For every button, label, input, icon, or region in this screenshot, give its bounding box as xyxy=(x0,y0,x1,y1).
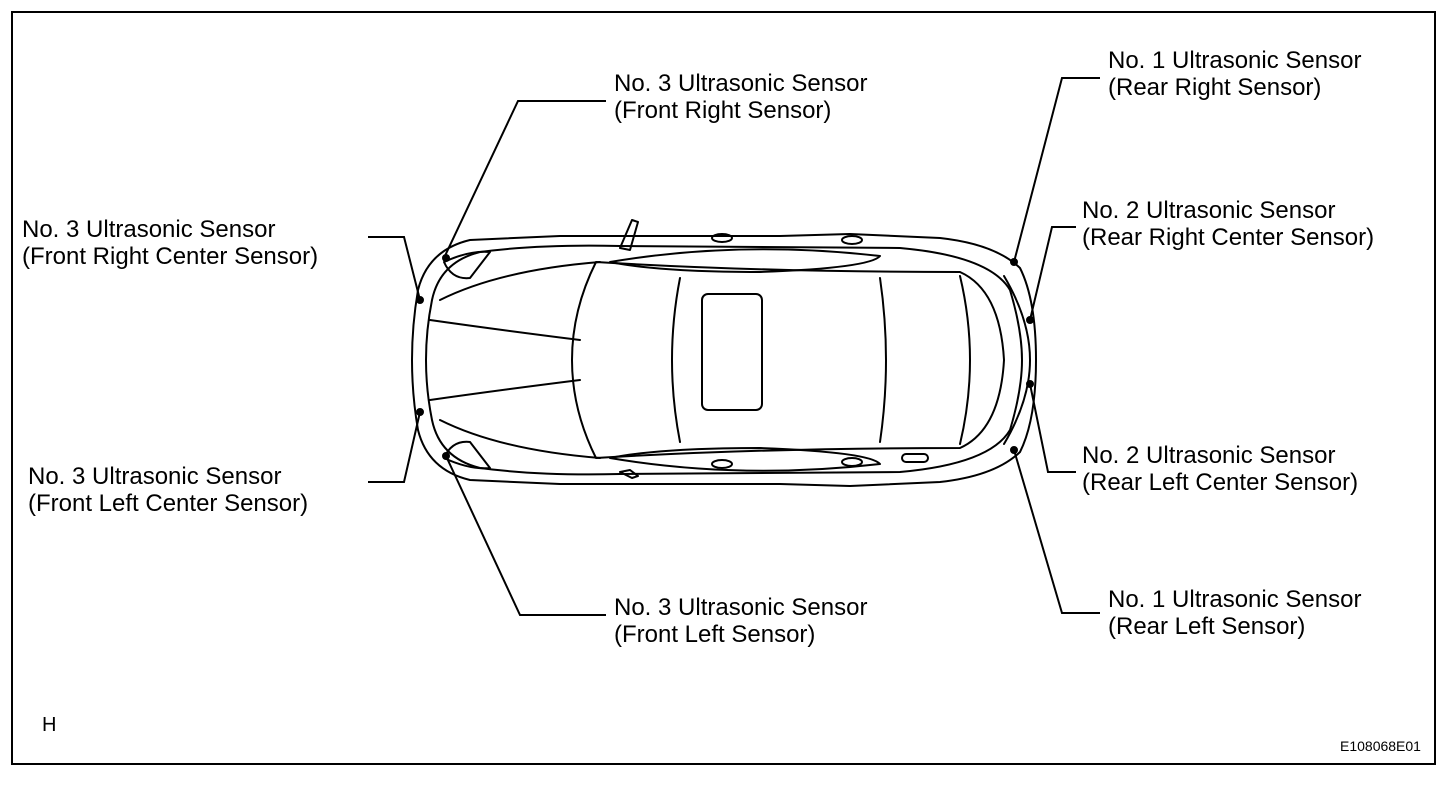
label-front-left-line1: No. 3 Ultrasonic Sensor xyxy=(614,594,868,621)
label-front-right-sensor: No. 3 Ultrasonic Sensor (Front Right Sen… xyxy=(614,70,867,124)
mirror-left xyxy=(619,469,639,479)
diagram-frame xyxy=(11,11,1436,765)
label-front-right-center-line2: (Front Right Center Sensor) xyxy=(22,243,319,270)
leader-rear-right xyxy=(1013,77,1100,263)
label-rear-left-center-line1: No. 2 Ultrasonic Sensor xyxy=(1082,442,1336,469)
label-rear-left-line2: (Rear Left Sensor) xyxy=(1108,613,1306,640)
side-window-left xyxy=(609,447,881,472)
leader-front-right-center xyxy=(368,236,421,301)
door-handle-left-front xyxy=(711,459,733,469)
label-rear-right-center-line2: (Rear Right Center Sensor) xyxy=(1082,224,1375,251)
car-body-outline xyxy=(411,233,1037,487)
windshield-line xyxy=(671,277,681,443)
leader-rear-right-center xyxy=(1029,226,1076,321)
hood-line-top xyxy=(439,261,601,301)
rear-glass-line xyxy=(959,275,971,445)
sunroof xyxy=(701,293,763,411)
label-front-left-center-line1: No. 3 Ultrasonic Sensor xyxy=(28,463,282,490)
door-handle-right-rear xyxy=(841,235,863,245)
label-front-left-line2: (Front Left Sensor) xyxy=(614,621,816,648)
label-rear-left-center-sensor: No. 2 Ultrasonic Sensor (Rear Left Cente… xyxy=(1082,442,1358,496)
door-handle-right-front xyxy=(711,233,733,243)
label-front-left-center-sensor: No. 3 Ultrasonic Sensor (Front Left Cent… xyxy=(28,463,308,517)
leader-front-right xyxy=(443,100,606,259)
label-front-right-line2: (Front Right Sensor) xyxy=(614,97,832,124)
label-front-left-center-line2: (Front Left Center Sensor) xyxy=(28,490,309,517)
hood-line-bottom xyxy=(439,419,601,459)
label-rear-right-sensor: No. 1 Ultrasonic Sensor (Rear Right Sens… xyxy=(1108,47,1361,101)
fuel-door xyxy=(901,453,929,463)
car-body-inner-line xyxy=(425,244,1023,476)
cabin-outline xyxy=(571,261,1005,459)
leader-rear-left xyxy=(1013,449,1100,614)
headlight-right xyxy=(443,250,491,280)
label-rear-right-line2: (Rear Right Sensor) xyxy=(1108,74,1322,101)
leader-rear-left-center xyxy=(1029,383,1076,473)
hood-center-line-2 xyxy=(429,379,581,401)
label-rear-right-center-sensor: No. 2 Ultrasonic Sensor (Rear Right Cent… xyxy=(1082,197,1374,251)
label-rear-left-line1: No. 1 Ultrasonic Sensor xyxy=(1108,586,1362,613)
label-front-right-line1: No. 3 Ultrasonic Sensor xyxy=(614,70,868,97)
mirror-right xyxy=(619,219,639,251)
label-front-left-sensor: No. 3 Ultrasonic Sensor (Front Left Sens… xyxy=(614,594,867,648)
label-front-right-center-line1: No. 3 Ultrasonic Sensor xyxy=(22,216,276,243)
leader-front-left-center xyxy=(368,411,421,483)
trunk-line xyxy=(1003,275,1031,445)
view-letter: H xyxy=(42,714,57,736)
label-rear-left-center-line2: (Rear Left Center Sensor) xyxy=(1082,469,1359,496)
rear-window-line xyxy=(879,277,887,443)
headlight-left xyxy=(443,440,491,470)
door-handle-left-rear xyxy=(841,457,863,467)
figure-code: E108068E01 xyxy=(1340,738,1421,754)
leader-front-left xyxy=(445,455,606,616)
label-rear-right-line1: No. 1 Ultrasonic Sensor xyxy=(1108,47,1362,74)
label-rear-right-center-line1: No. 2 Ultrasonic Sensor xyxy=(1082,197,1336,224)
label-front-right-center-sensor: No. 3 Ultrasonic Sensor (Front Right Cen… xyxy=(22,216,318,270)
label-rear-left-sensor: No. 1 Ultrasonic Sensor (Rear Left Senso… xyxy=(1108,586,1361,640)
hood-center-line xyxy=(429,319,581,341)
side-window-right xyxy=(609,248,881,273)
